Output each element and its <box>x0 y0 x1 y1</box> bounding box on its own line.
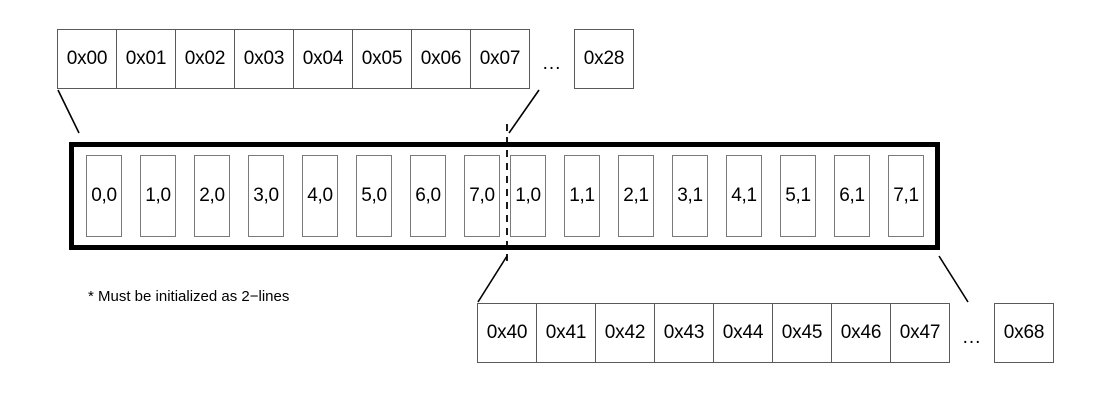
top-address-row: 0x00 0x01 0x02 0x03 0x04 0x05 0x06 0x07 … <box>57 29 634 89</box>
cache-slot: 4,1 <box>726 155 762 237</box>
bottom-address-cell: 0x44 <box>713 303 773 363</box>
cache-slot: 4,0 <box>302 155 338 237</box>
top-left-connector <box>57 89 80 134</box>
bottom-right-connector <box>938 255 969 303</box>
cache-slot: 1,0 <box>510 155 546 237</box>
cache-slot: 1,0 <box>140 155 176 237</box>
bottom-address-cell: 0x46 <box>831 303 891 363</box>
top-address-cell: 0x07 <box>470 29 530 89</box>
bottom-address-cell: 0x47 <box>890 303 950 363</box>
cache-slot: 1,1 <box>564 155 600 237</box>
top-address-cell: 0x02 <box>175 29 235 89</box>
bottom-address-cell: 0x40 <box>477 303 537 363</box>
top-row-ellipsis: ... <box>542 53 562 74</box>
top-address-cell: 0x00 <box>57 29 117 89</box>
bottom-address-cell: 0x41 <box>536 303 596 363</box>
bottom-address-cell: 0x42 <box>595 303 655 363</box>
cache-line-box: 0,0 1,0 2,0 3,0 4,0 5,0 6,0 7,0 1,0 1,1 … <box>69 142 940 250</box>
cache-slot: 7,1 <box>888 155 924 237</box>
top-address-cell: 0x01 <box>116 29 176 89</box>
cache-slot: 6,1 <box>834 155 870 237</box>
top-address-cell: 0x03 <box>234 29 294 89</box>
bottom-row-ellipsis: ... <box>962 327 982 348</box>
cache-slot: 2,1 <box>618 155 654 237</box>
cache-slot: 6,0 <box>410 155 446 237</box>
bottom-left-connector <box>477 255 508 303</box>
top-address-tail-cell: 0x28 <box>574 29 634 89</box>
initialization-note: * Must be initialized as 2−lines <box>88 288 290 305</box>
cache-slot: 5,0 <box>356 155 392 237</box>
bottom-address-tail-cell: 0x68 <box>994 303 1054 363</box>
bottom-address-row: 0x40 0x41 0x42 0x43 0x44 0x45 0x46 0x47 … <box>477 303 1054 363</box>
cache-slot: 7,0 <box>464 155 500 237</box>
top-right-connector <box>508 89 540 134</box>
cache-slot: 3,0 <box>248 155 284 237</box>
bottom-address-cell: 0x43 <box>654 303 714 363</box>
cache-slot: 3,1 <box>672 155 708 237</box>
top-address-cell: 0x05 <box>352 29 412 89</box>
cache-slot: 5,1 <box>780 155 816 237</box>
top-address-cell: 0x04 <box>293 29 353 89</box>
top-address-cell: 0x06 <box>411 29 471 89</box>
bottom-address-cell: 0x45 <box>772 303 832 363</box>
cache-slot: 0,0 <box>86 155 122 237</box>
cache-slot: 2,0 <box>194 155 230 237</box>
